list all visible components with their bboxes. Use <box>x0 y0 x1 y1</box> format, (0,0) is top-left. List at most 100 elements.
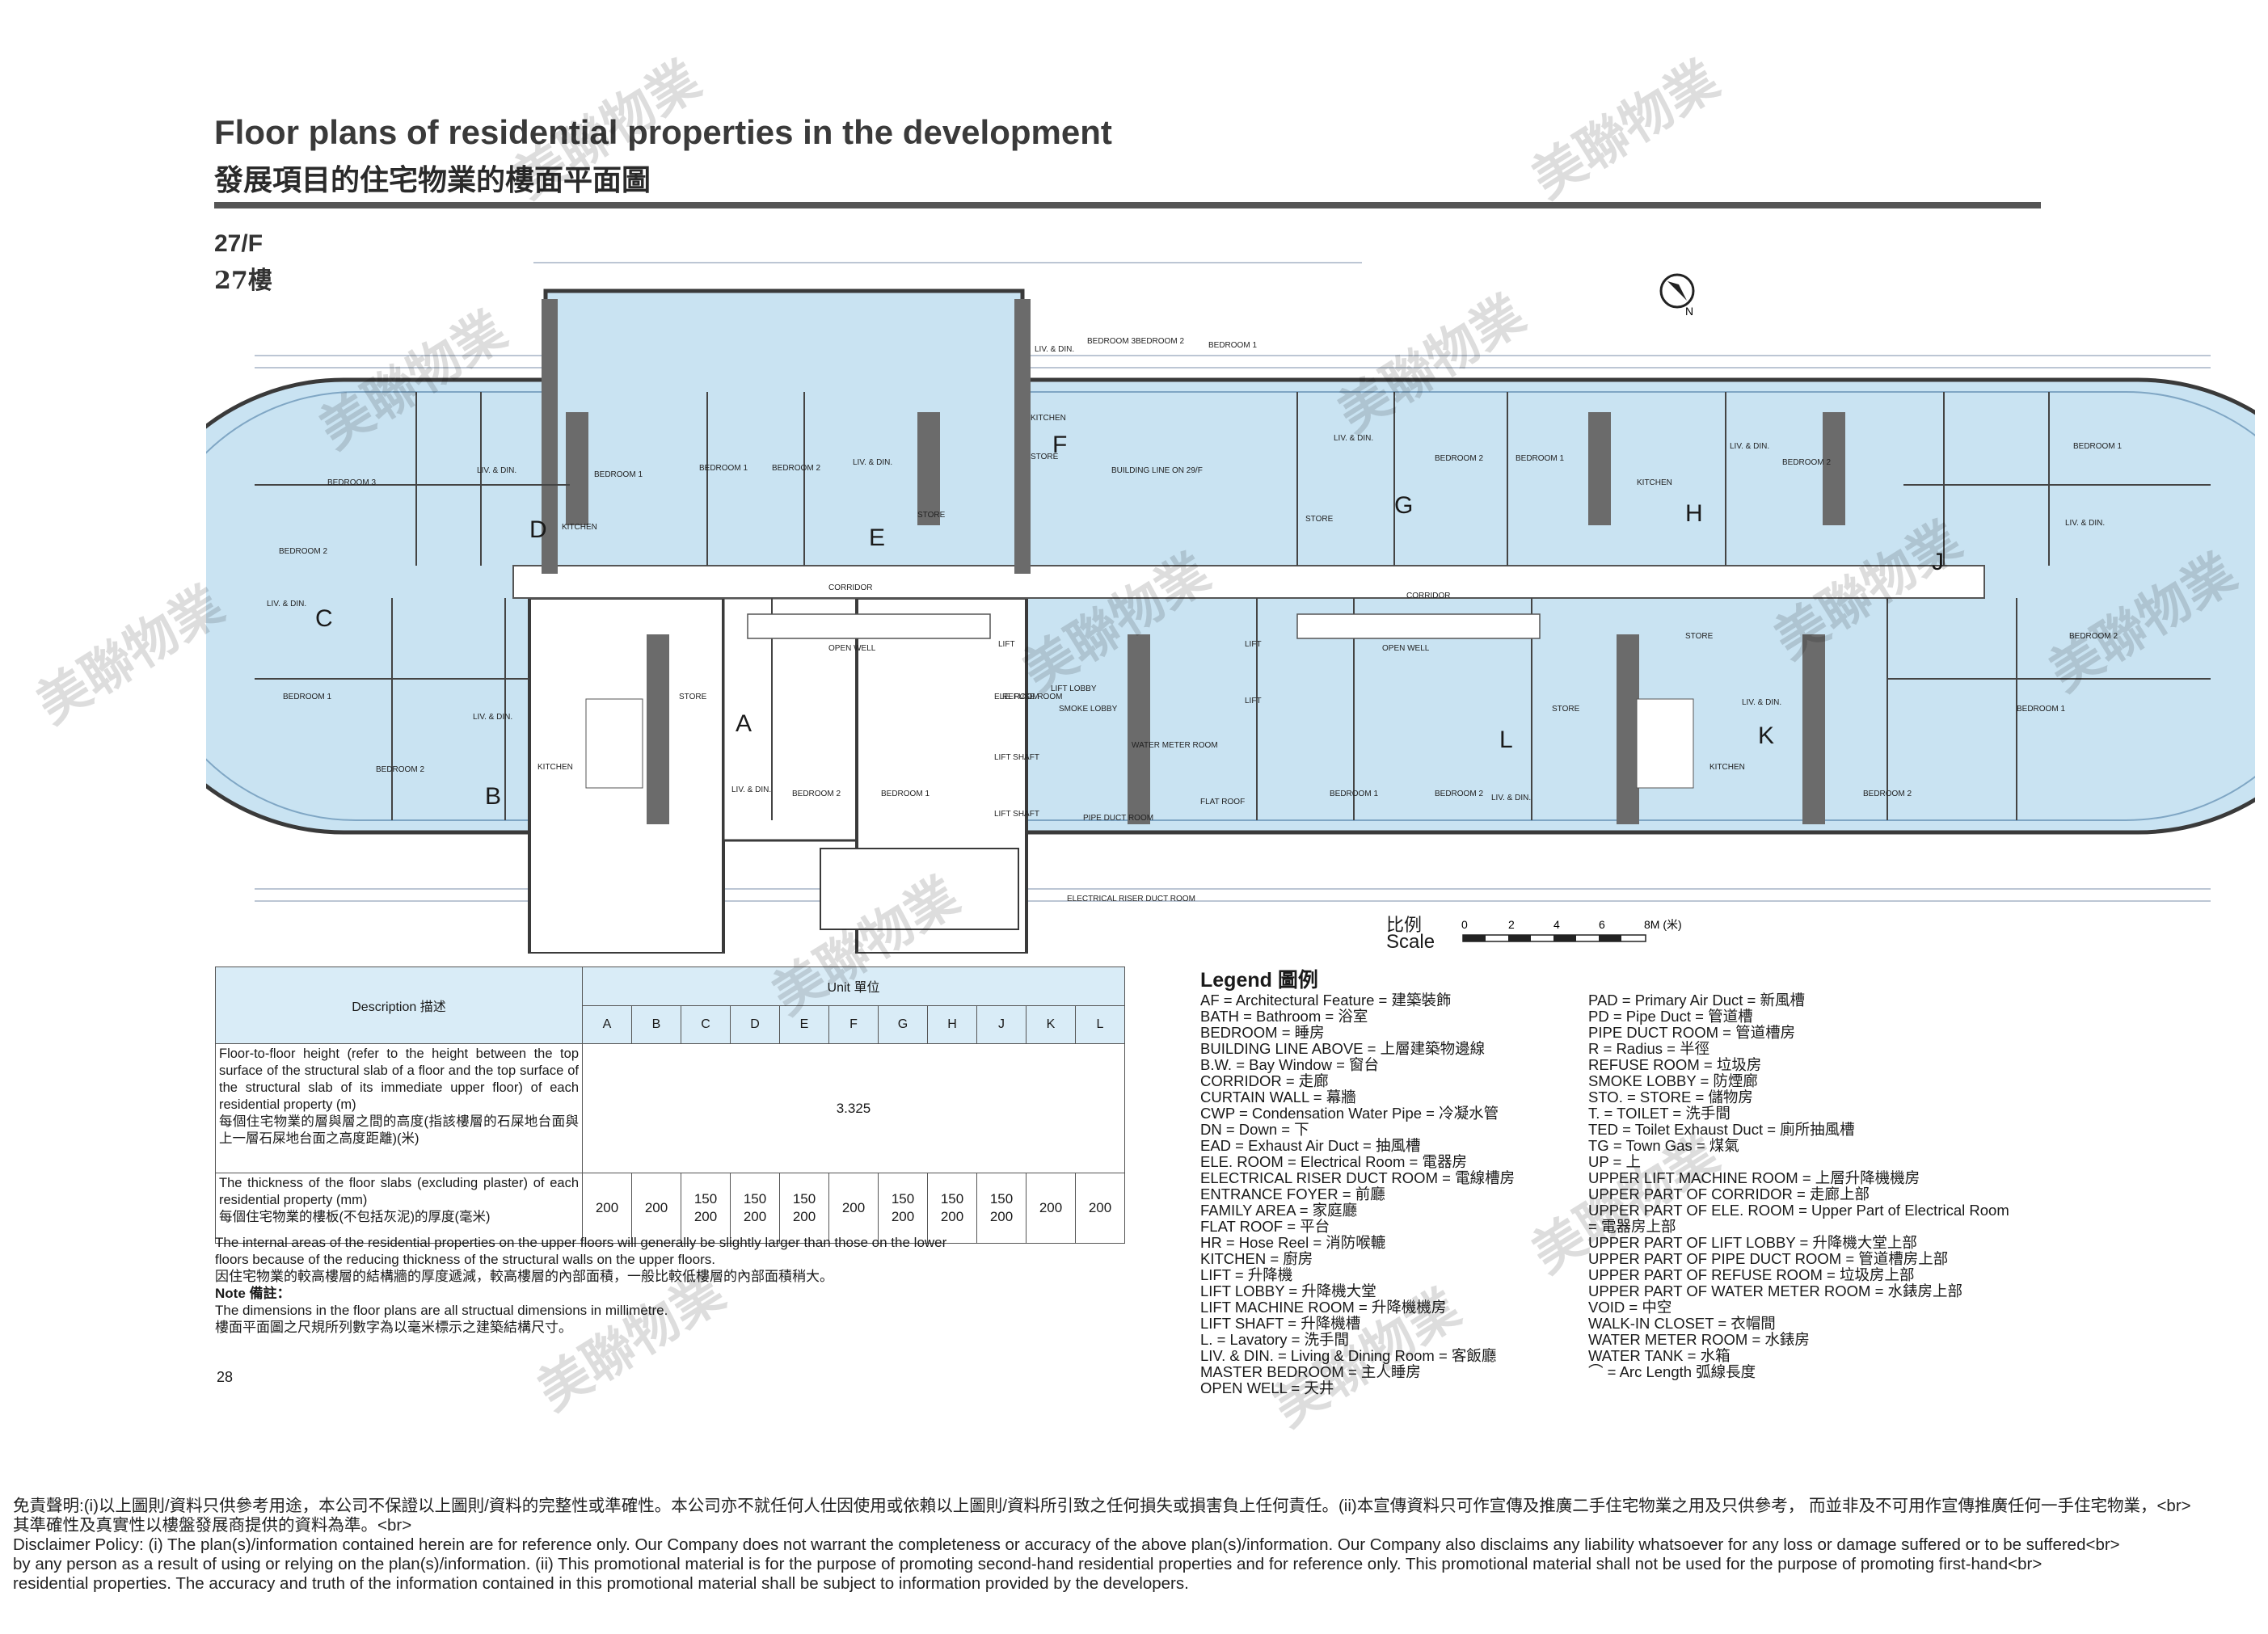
svg-text:KITCHEN: KITCHEN <box>1709 763 1745 772</box>
unit-label-l: L <box>1499 726 1513 753</box>
slab-c: 150 200 <box>681 1173 731 1244</box>
disclaimer: 免責聲明:(i)以上圖則/資料只供參考用途，本公司不保證以上圖則/資料的完整性或… <box>13 1497 2256 1594</box>
legend-right-entry: UPPER PART OF WATER METER ROOM = 水錶房上部 <box>1588 1282 1963 1299</box>
svg-text:KITCHEN: KITCHEN <box>537 763 573 772</box>
svg-text:STORE: STORE <box>1685 632 1714 641</box>
watermark: 美聯物業 <box>1522 49 1730 211</box>
unit-label-d: D <box>529 516 547 543</box>
svg-text:BEDROOM 2: BEDROOM 2 <box>279 547 327 556</box>
scale-tick-2: 2 <box>1508 919 1515 931</box>
unit-label-g: G <box>1394 492 1413 519</box>
floor-height-value: 3.325 <box>582 1043 1125 1173</box>
svg-text:LIV. & DIN.: LIV. & DIN. <box>267 600 306 609</box>
slab-h: 150 200 <box>927 1173 977 1244</box>
svg-text:BEDROOM 2: BEDROOM 2 <box>772 464 820 473</box>
legend-left-entry: ELECTRICAL RISER DUCT ROOM = 電線槽房 <box>1200 1169 1516 1186</box>
svg-text:ELECTRICAL RISER DUCT ROOM: ELECTRICAL RISER DUCT ROOM <box>1067 895 1195 903</box>
title-divider <box>214 202 2041 208</box>
svg-text:BEDROOM 1: BEDROOM 1 <box>1208 341 1257 350</box>
slab-f: 200 <box>828 1173 879 1244</box>
page-title-zh: 發展項目的住宅物業的樓面平面圖 <box>214 163 651 197</box>
legend-left-entry: FAMILY AREA = 家庭廳 <box>1200 1202 1358 1219</box>
svg-text:STORE: STORE <box>1305 515 1334 524</box>
wall-columns <box>542 299 1845 824</box>
legend-left-entry: B.W. = Bay Window = 窗台 <box>1200 1056 1380 1073</box>
legend-left-entry: L. = Lavatory = 洗手間 <box>1200 1331 1350 1348</box>
legend-left-entry: AF = Architectural Feature = 建築裝飾 <box>1200 992 1452 1009</box>
desc-header: Description 描述 <box>215 967 583 1044</box>
svg-text:LIV. & DIN.: LIV. & DIN. <box>2065 519 2105 528</box>
north-arrow: N <box>1659 273 1695 318</box>
svg-text:LIFT: LIFT <box>998 640 1015 649</box>
svg-text:LIV. & DIN.: LIV. & DIN. <box>1035 345 1074 354</box>
disclaimer-line-1: 免責聲明:(i)以上圖則/資料只供參考用途，本公司不保證以上圖則/資料的完整性或… <box>13 1497 2191 1515</box>
svg-text:LIFT SHAFT: LIFT SHAFT <box>994 753 1039 762</box>
svg-text:BEDROOM 2: BEDROOM 2 <box>1435 454 1483 463</box>
unit-col-e: E <box>779 1004 829 1044</box>
stairs <box>585 698 1694 789</box>
svg-text:BEDROOM 2: BEDROOM 2 <box>792 790 841 798</box>
floor-plan-drawing: A B C D E F G H J K L CORRIDOR CORRIDOR … <box>206 262 2255 954</box>
note-line-5: The dimensions in the floor plans are al… <box>215 1303 668 1318</box>
scale-label-en: Scale <box>1386 931 1435 953</box>
legend-right-entry: REFUSE ROOM = 垃圾房 <box>1588 1056 1762 1073</box>
legend-left-entry: CORRIDOR = 走廊 <box>1200 1072 1329 1089</box>
svg-text:CORRIDOR: CORRIDOR <box>828 583 872 592</box>
legend-left-entry: BEDROOM = 睡房 <box>1200 1024 1325 1041</box>
svg-text:BEDROOM 2: BEDROOM 2 <box>376 765 424 774</box>
scale-tick-6: 6 <box>1599 919 1605 931</box>
svg-text:LIV. & DIN.: LIV. & DIN. <box>1334 434 1373 443</box>
disclaimer-line-2: 其準確性及真實性以樓盤發展商提供的資料為準。<br> <box>13 1516 412 1535</box>
svg-text:CORRIDOR: CORRIDOR <box>1406 592 1450 600</box>
unit-label-k: K <box>1758 722 1774 749</box>
legend-right-entry: PIPE DUCT ROOM = 管道槽房 <box>1588 1024 1796 1041</box>
legend-right-entry: STO. = STORE = 儲物房 <box>1588 1089 1753 1105</box>
svg-text:LIFT: LIFT <box>1245 640 1262 649</box>
svg-text:KITCHEN: KITCHEN <box>1637 478 1672 487</box>
unit-col-j: J <box>976 1004 1027 1044</box>
legend-left-entry: CURTAIN WALL = 幕牆 <box>1200 1089 1356 1105</box>
unit-label-j: J <box>1932 549 1944 575</box>
scale-tick-8: 8M (米) <box>1644 919 1682 931</box>
svg-text:BEDROOM 1: BEDROOM 1 <box>699 464 748 473</box>
unit-header: Unit 單位 <box>582 967 1125 1006</box>
legend-right-entry: UPPER PART OF CORRIDOR = 走廊上部 <box>1588 1185 1870 1202</box>
svg-text:BEDROOM 2: BEDROOM 2 <box>2069 632 2118 641</box>
page-title-en: Floor plans of residential properties in… <box>214 113 1112 151</box>
svg-text:SMOKE LOBBY: SMOKE LOBBY <box>1059 705 1118 714</box>
note-line-6: 樓面平面圖之尺規所列數字為以毫米標示之建築結構尺寸。 <box>215 1320 572 1335</box>
legend-left-entry: HR = Hose Reel = 消防喉轆 <box>1200 1234 1386 1251</box>
svg-text:LIV. & DIN.: LIV. & DIN. <box>1742 698 1781 707</box>
slab-e: 150 200 <box>779 1173 829 1244</box>
svg-text:LIFT: LIFT <box>1245 697 1262 705</box>
legend-right-entry: ⌒ = Arc Length 弧線長度 <box>1588 1363 1756 1380</box>
slab-j: 150 200 <box>976 1173 1027 1244</box>
svg-text:BEDROOM 2: BEDROOM 2 <box>1863 790 1912 798</box>
unit-label-e: E <box>869 524 885 551</box>
unit-f-block <box>543 288 1025 580</box>
floor-label-zh: 27樓 <box>214 267 272 295</box>
slab-thickness-desc: The thickness of the floor slabs (exclud… <box>215 1173 583 1244</box>
svg-text:KITCHEN: KITCHEN <box>562 523 597 532</box>
scale-tick-4: 4 <box>1553 919 1560 931</box>
svg-text:BEDROOM 1: BEDROOM 1 <box>1516 454 1564 463</box>
legend-left-entry: KITCHEN = 廚房 <box>1200 1250 1313 1267</box>
building-outline <box>206 377 2255 835</box>
legend-title: Legend 圖例 <box>1200 969 1318 992</box>
svg-text:WATER METER ROOM: WATER METER ROOM <box>1132 741 1218 750</box>
legend-right-entry: PD = Pipe Duct = 管道槽 <box>1588 1008 1753 1025</box>
unit-col-l: L <box>1075 1004 1125 1044</box>
svg-text:BUILDING LINE ON 29/F: BUILDING LINE ON 29/F <box>1111 466 1203 475</box>
note-heading: Note 備註： <box>215 1286 291 1301</box>
svg-text:BEDROOM 2: BEDROOM 2 <box>1136 337 1184 346</box>
legend-right-entry: WALK-IN CLOSET = 衣帽間 <box>1588 1315 1776 1332</box>
svg-text:LIV. & DIN.: LIV. & DIN. <box>1491 794 1531 802</box>
svg-text:LIFT LOBBY: LIFT LOBBY <box>1051 684 1097 693</box>
legend-right-entry: TG = Town Gas = 煤氣 <box>1588 1137 1739 1154</box>
legend-left-entry: DN = Down = 下 <box>1200 1121 1309 1138</box>
legend-left-entry: LIFT SHAFT = 升降機槽 <box>1200 1315 1361 1332</box>
flat-roof-area <box>820 848 1019 930</box>
disclaimer-line-4: by any person as a result of using or re… <box>13 1555 2042 1573</box>
